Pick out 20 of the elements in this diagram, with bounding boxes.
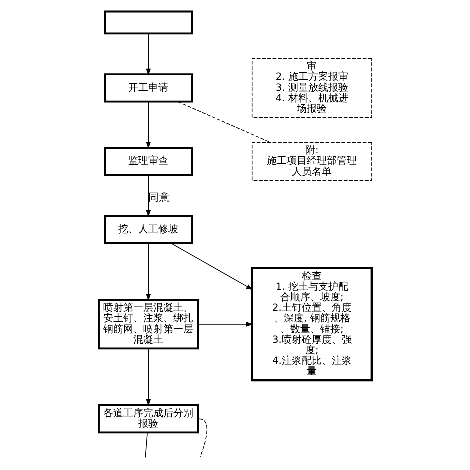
node-box (104, 10, 193, 35)
arrow (146, 175, 150, 218)
arrow (170, 243, 253, 290)
arrow (146, 102, 150, 149)
node-box: 开工申请 (104, 74, 193, 103)
arrow (146, 33, 150, 76)
node-box: 各道工序完成后分别报验 (98, 404, 199, 434)
node-box: 审 2. 施工方案报审 3. 测量放线报验 4. 材料、机械进场报验 (251, 58, 372, 118)
node-box: 监理审查 (104, 147, 193, 176)
arrow (146, 243, 150, 302)
connector (198, 418, 208, 458)
edge-label: 同意 (148, 192, 170, 204)
node-box: 挖、人工修坡 (104, 215, 193, 244)
node-box: 附: 施工项目经理部管理人员名单 (251, 142, 372, 181)
connector (177, 102, 271, 144)
arrow (198, 322, 253, 327)
connector (144, 432, 148, 458)
node-box: 喷射第一层混凝土、安土钉、注浆、绑扎钢筋网、喷射第一层混凝土 (98, 299, 199, 350)
node-box: 检查 1. 挖土与支护配合顺序、坡度; 2.土钉位置、角度、深度, 钢筋规格、数量、锚接; 3.喷射砼厚度、强度; 4.注浆配比、注浆量 (250, 267, 373, 382)
arrow (146, 348, 150, 406)
